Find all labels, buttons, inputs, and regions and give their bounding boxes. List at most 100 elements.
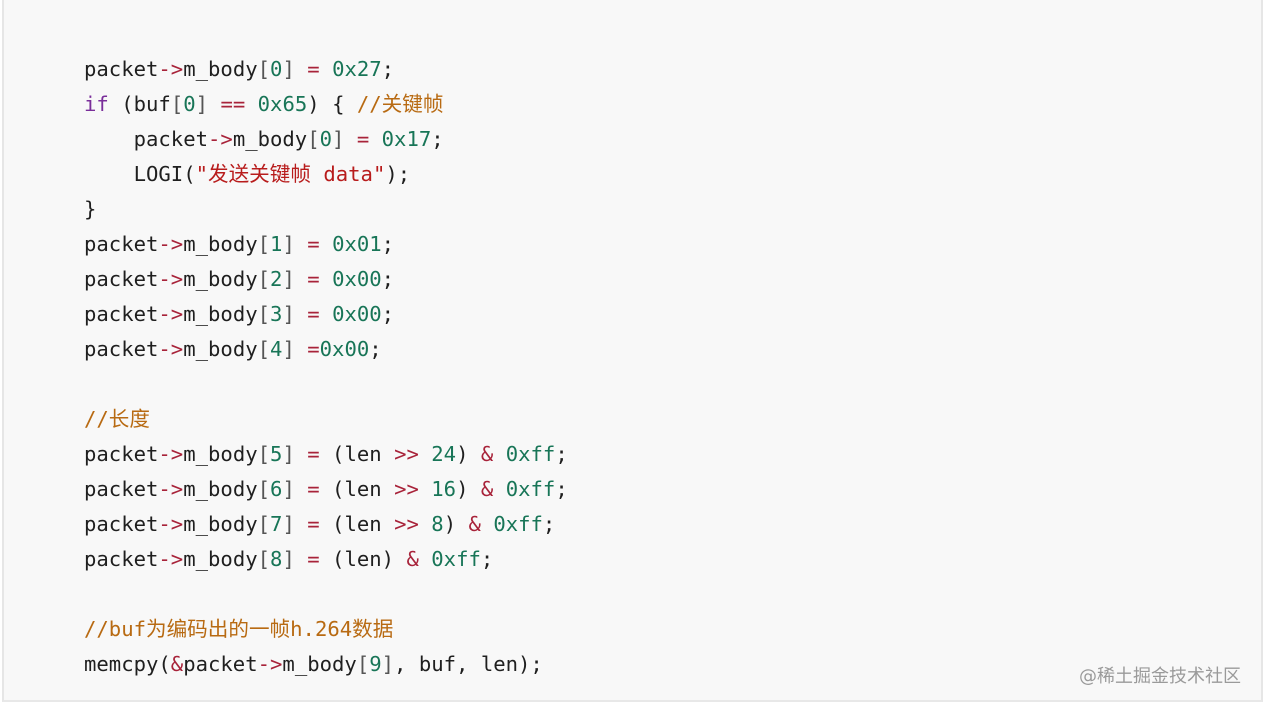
code-token-brk: ] (282, 337, 295, 361)
code-token-brk: [ (257, 232, 271, 256)
code-token: packet (84, 57, 159, 81)
code-token: ; (381, 302, 395, 326)
code-token: packet (84, 442, 159, 466)
code-line: packet->m_body[2] = 0x00; (84, 262, 568, 297)
code-token-brk: [ (257, 442, 271, 466)
code-token (419, 442, 431, 466)
code-token-brk: [ (356, 652, 370, 676)
code-token: m_body (183, 232, 258, 256)
code-token-num: 1 (270, 232, 283, 256)
code-token-num: 5 (270, 442, 283, 466)
code-line: packet->m_body[4] =0x00; (84, 332, 568, 367)
code-token-num: 24 (431, 442, 457, 466)
code-token: m_body (183, 512, 258, 536)
code-token-op: -> (158, 57, 184, 81)
code-token-brk: [ (257, 512, 271, 536)
code-token: packet (84, 232, 159, 256)
code-token-brk: [ (257, 547, 271, 571)
code-token-num: 16 (431, 477, 457, 501)
code-token-op: >> (394, 442, 419, 466)
code-token (208, 92, 220, 116)
code-token (419, 512, 431, 536)
code-token-num: 0xff (493, 512, 543, 536)
code-token: packet (84, 512, 159, 536)
code-token (295, 547, 307, 571)
code-token-op: -> (158, 337, 184, 361)
code-token-brk: [ (257, 267, 271, 291)
code-token-op: = (307, 302, 320, 326)
code-token-num: 4 (270, 337, 283, 361)
code-token: (len) (319, 547, 407, 571)
code-token-num: 0x17 (381, 127, 432, 151)
code-token-op: -> (158, 477, 184, 501)
code-token-num: 0 (270, 57, 283, 81)
code-token-op: -> (158, 302, 184, 326)
code-token (481, 512, 493, 536)
code-token-brk: [ (257, 337, 271, 361)
code-token (320, 302, 332, 326)
code-token-op: = (307, 547, 320, 571)
code-token-op: -> (158, 442, 184, 466)
code-token: (buf (108, 92, 171, 116)
code-line: } (84, 192, 568, 227)
code-token: packet (84, 547, 159, 571)
code-token (245, 92, 257, 116)
code-token: ; (381, 57, 395, 81)
code-token (419, 477, 431, 501)
code-token (295, 57, 307, 81)
code-token: m_body (183, 267, 258, 291)
code-token: ; (480, 547, 494, 571)
code-token-num: 3 (270, 302, 283, 326)
code-token (320, 267, 332, 291)
code-token-brk: [ (170, 92, 184, 116)
code-token-op: & (406, 547, 419, 571)
code-token: m_body (183, 547, 258, 571)
code-token-op: >> (394, 512, 419, 536)
code-token-num: 0x00 (332, 267, 382, 291)
code-token-op: -> (208, 127, 233, 151)
code-token-num: 6 (270, 477, 283, 501)
code-token-num: 0 (183, 92, 196, 116)
code-token-brk: ] (195, 92, 209, 116)
code-line: packet->m_body[7] = (len >> 8) & 0xff; (84, 507, 568, 542)
code-token-brk: [ (257, 57, 271, 81)
code-content: packet->m_body[0] = 0x27;if (buf[0] == 0… (84, 52, 568, 682)
code-token (295, 302, 307, 326)
code-token-brk: ] (282, 547, 295, 571)
code-token: ; (431, 127, 444, 151)
code-token-op: == (220, 92, 246, 116)
code-token (295, 267, 307, 291)
code-token-num: 0 (319, 127, 333, 151)
code-token-brk: ] (282, 477, 295, 501)
code-token: } (84, 197, 97, 221)
code-token: m_body (282, 652, 357, 676)
code-token: memcpy( (84, 652, 171, 676)
code-token: (len (319, 477, 395, 501)
code-token-num: 2 (270, 267, 283, 291)
code-token-num: 0x65 (257, 92, 308, 116)
code-token: ; (555, 477, 568, 501)
code-token-op: & (480, 442, 494, 466)
code-token (295, 442, 307, 466)
code-token-brk: [ (257, 477, 271, 501)
code-token-op: = (307, 232, 320, 256)
code-token: packet (84, 477, 159, 501)
code-token (295, 337, 307, 361)
code-token-brk: [ (307, 127, 320, 151)
code-token: ) (443, 512, 469, 536)
code-line: LOGI("发送关键帧 data"); (84, 157, 568, 192)
code-token (344, 127, 356, 151)
code-token-op: -> (257, 652, 283, 676)
code-token-brk: ] (282, 442, 295, 466)
code-token-op: -> (158, 547, 184, 571)
code-token-op: = (307, 267, 320, 291)
code-token: LOGI( (84, 162, 196, 186)
code-token-op: >> (394, 477, 419, 501)
code-token: packet (183, 652, 258, 676)
code-line-blank (84, 367, 568, 402)
code-token-brk: ] (332, 127, 345, 151)
code-token-num: 0x00 (332, 302, 382, 326)
code-token: packet (84, 127, 208, 151)
code-token-op: = (356, 127, 370, 151)
